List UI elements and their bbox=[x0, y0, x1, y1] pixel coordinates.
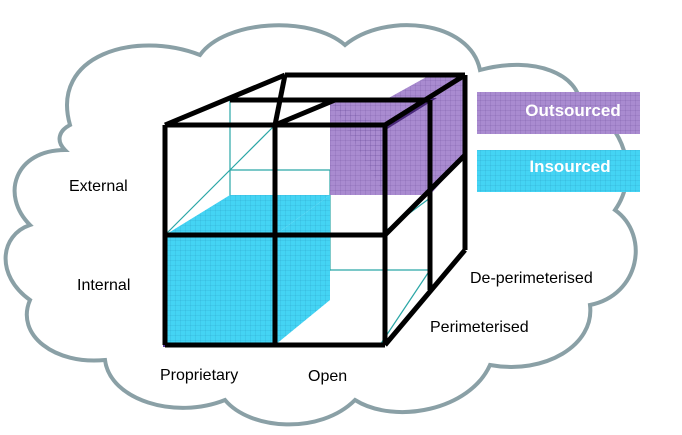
label-internal: Internal bbox=[77, 277, 130, 294]
label-open: Open bbox=[308, 368, 347, 385]
cube-edges bbox=[162, 72, 468, 348]
label-de-perimeterised: De-perimeterised bbox=[470, 270, 593, 287]
legend-outsourced-label: Outsourced bbox=[525, 101, 620, 120]
legend-outsourced: Outsourced bbox=[477, 92, 640, 134]
label-proprietary: Proprietary bbox=[160, 367, 238, 384]
insourced-block bbox=[163, 195, 330, 347]
legend-insourced-label: Insourced bbox=[529, 157, 610, 176]
legend: Outsourced Insourced bbox=[477, 92, 640, 192]
label-perimeterised: Perimeterised bbox=[430, 319, 529, 336]
legend-insourced: Insourced bbox=[477, 150, 640, 192]
label-external: External bbox=[69, 178, 128, 195]
